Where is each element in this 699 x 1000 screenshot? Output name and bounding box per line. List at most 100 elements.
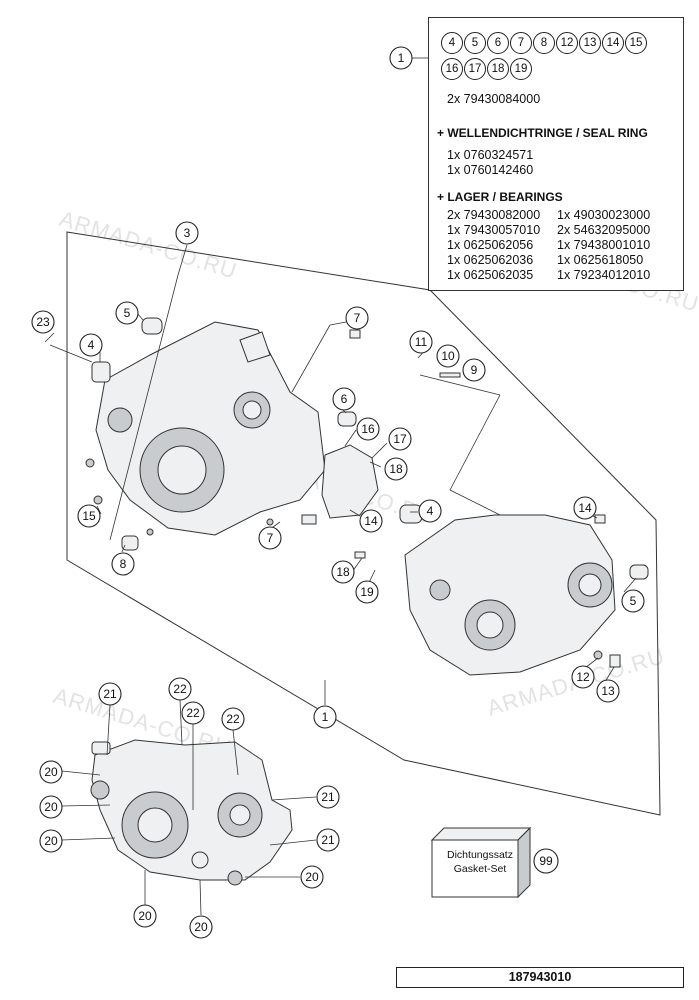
svg-text:20: 20 bbox=[305, 870, 319, 884]
kit-bubble[interactable]: 6 bbox=[487, 32, 509, 54]
callout-14[interactable]: 14 bbox=[359, 509, 383, 533]
svg-text:13: 13 bbox=[601, 684, 615, 698]
callout-9[interactable]: 9 bbox=[462, 358, 486, 382]
callout-22-a[interactable]: 22 bbox=[168, 677, 192, 701]
svg-text:8: 8 bbox=[120, 557, 127, 571]
callout-23[interactable]: 23 bbox=[31, 310, 55, 334]
callout-18[interactable]: 18 bbox=[384, 457, 408, 481]
callout-4[interactable]: 4 bbox=[79, 333, 103, 357]
svg-text:99: 99 bbox=[539, 854, 553, 868]
callout-16[interactable]: 16 bbox=[356, 417, 380, 441]
svg-text:12: 12 bbox=[576, 670, 590, 684]
kit-bubble[interactable]: 17 bbox=[464, 58, 486, 80]
svg-text:14: 14 bbox=[578, 501, 592, 515]
svg-text:15: 15 bbox=[82, 509, 96, 523]
bearing-part: 1x 79234012010 bbox=[557, 268, 651, 282]
middle-gasket bbox=[321, 444, 379, 519]
callout-21-right[interactable]: 21 bbox=[316, 785, 340, 809]
callout-5[interactable]: 5 bbox=[115, 301, 139, 325]
svg-text:22: 22 bbox=[226, 712, 240, 726]
bracket bbox=[439, 372, 461, 378]
callout-5-right[interactable]: 5 bbox=[621, 589, 645, 613]
svg-text:6: 6 bbox=[341, 392, 348, 406]
svg-text:23: 23 bbox=[36, 315, 50, 329]
callout-18-right[interactable]: 18 bbox=[331, 560, 355, 584]
svg-text:7: 7 bbox=[267, 531, 274, 545]
callout-1[interactable]: 1 bbox=[313, 705, 337, 729]
assembled-crankcase-view bbox=[90, 739, 293, 886]
callout-6[interactable]: 6 bbox=[332, 387, 356, 411]
callout-15[interactable]: 15 bbox=[77, 504, 101, 528]
svg-text:21: 21 bbox=[321, 833, 335, 847]
kit-bubble[interactable]: 18 bbox=[487, 58, 509, 80]
bearing-part: 1x 79438001010 bbox=[557, 238, 651, 252]
svg-text:22: 22 bbox=[186, 706, 200, 720]
kit-bubble[interactable]: 16 bbox=[441, 58, 463, 80]
svg-text:20: 20 bbox=[194, 920, 208, 934]
bearing-part: 1x 0625618050 bbox=[557, 253, 644, 267]
bearing-part: 1x 49030023000 bbox=[557, 208, 651, 222]
svg-text:20: 20 bbox=[44, 800, 58, 814]
kit-bubble[interactable]: 19 bbox=[510, 58, 532, 80]
bearing-part: 2x 79430082000 bbox=[447, 208, 541, 222]
callout-11[interactable]: 11 bbox=[409, 330, 433, 354]
bearing-part: 1x 79430057010 bbox=[447, 223, 541, 237]
svg-text:18: 18 bbox=[389, 462, 403, 476]
callout-12[interactable]: 12 bbox=[571, 665, 595, 689]
kit-bubble[interactable]: 8 bbox=[533, 32, 555, 54]
leader-lines bbox=[44, 244, 637, 916]
svg-text:22: 22 bbox=[173, 682, 187, 696]
svg-text:9: 9 bbox=[471, 363, 478, 377]
svg-text:17: 17 bbox=[393, 432, 407, 446]
kit-bubble[interactable]: 5 bbox=[464, 32, 486, 54]
svg-text:10: 10 bbox=[441, 349, 455, 363]
callout-19[interactable]: 19 bbox=[355, 580, 379, 604]
callout-20-f[interactable]: 20 bbox=[189, 915, 213, 939]
callout-20-a[interactable]: 20 bbox=[39, 760, 63, 784]
kit-bubble[interactable]: 14 bbox=[602, 32, 624, 54]
callout-22-c[interactable]: 22 bbox=[221, 707, 245, 731]
callout-4-right[interactable]: 4 bbox=[418, 499, 442, 523]
document-number: 187943010 bbox=[396, 967, 684, 988]
svg-text:19: 19 bbox=[360, 585, 374, 599]
svg-text:21: 21 bbox=[321, 790, 335, 804]
callout-20-c[interactable]: 20 bbox=[39, 829, 63, 853]
dowel-pin bbox=[301, 514, 317, 525]
kit-bubble[interactable]: 15 bbox=[625, 32, 647, 54]
callout-13[interactable]: 13 bbox=[596, 679, 620, 703]
callout-7[interactable]: 7 bbox=[345, 306, 369, 330]
callout-22-b[interactable]: 22 bbox=[181, 701, 205, 725]
callout-20-e[interactable]: 20 bbox=[133, 904, 157, 928]
callout-10[interactable]: 10 bbox=[436, 344, 460, 368]
callout-20-b[interactable]: 20 bbox=[39, 795, 63, 819]
callout-7-lower[interactable]: 7 bbox=[258, 526, 282, 550]
kit-main-part: 2x 79430084000 bbox=[447, 92, 541, 106]
svg-text:21: 21 bbox=[103, 687, 117, 701]
svg-text:5: 5 bbox=[630, 594, 637, 608]
bearing-part: 2x 54632095000 bbox=[557, 223, 651, 237]
gasket-set-label: Dichtungssatz Gasket-Set bbox=[440, 848, 520, 876]
callout-17[interactable]: 17 bbox=[388, 427, 412, 451]
callout-3[interactable]: 3 bbox=[175, 221, 199, 245]
kit-bubble[interactable]: 13 bbox=[579, 32, 601, 54]
kit-bubble[interactable]: 4 bbox=[441, 32, 463, 54]
kit-bubble[interactable]: 12 bbox=[556, 32, 578, 54]
callout-14-right[interactable]: 14 bbox=[573, 496, 597, 520]
seal-part: 1x 0760324571 bbox=[447, 148, 534, 162]
kit-bubble[interactable]: 7 bbox=[510, 32, 532, 54]
svg-text:3: 3 bbox=[184, 226, 191, 240]
bearing-part: 1x 0625062056 bbox=[447, 238, 534, 252]
callout-21-lower[interactable]: 21 bbox=[316, 828, 340, 852]
gasket-set-box bbox=[430, 826, 532, 899]
svg-text:20: 20 bbox=[138, 909, 152, 923]
gasket-set-line2: Gasket-Set bbox=[453, 863, 507, 875]
callout-21-top[interactable]: 21 bbox=[98, 682, 122, 706]
callout-20-d[interactable]: 20 bbox=[300, 865, 324, 889]
callout-1-kit[interactable]: 1 bbox=[389, 46, 413, 70]
callout-8[interactable]: 8 bbox=[111, 552, 135, 576]
callout-99[interactable]: 99 bbox=[533, 848, 559, 874]
bearing-part: 1x 0625062036 bbox=[447, 253, 534, 267]
